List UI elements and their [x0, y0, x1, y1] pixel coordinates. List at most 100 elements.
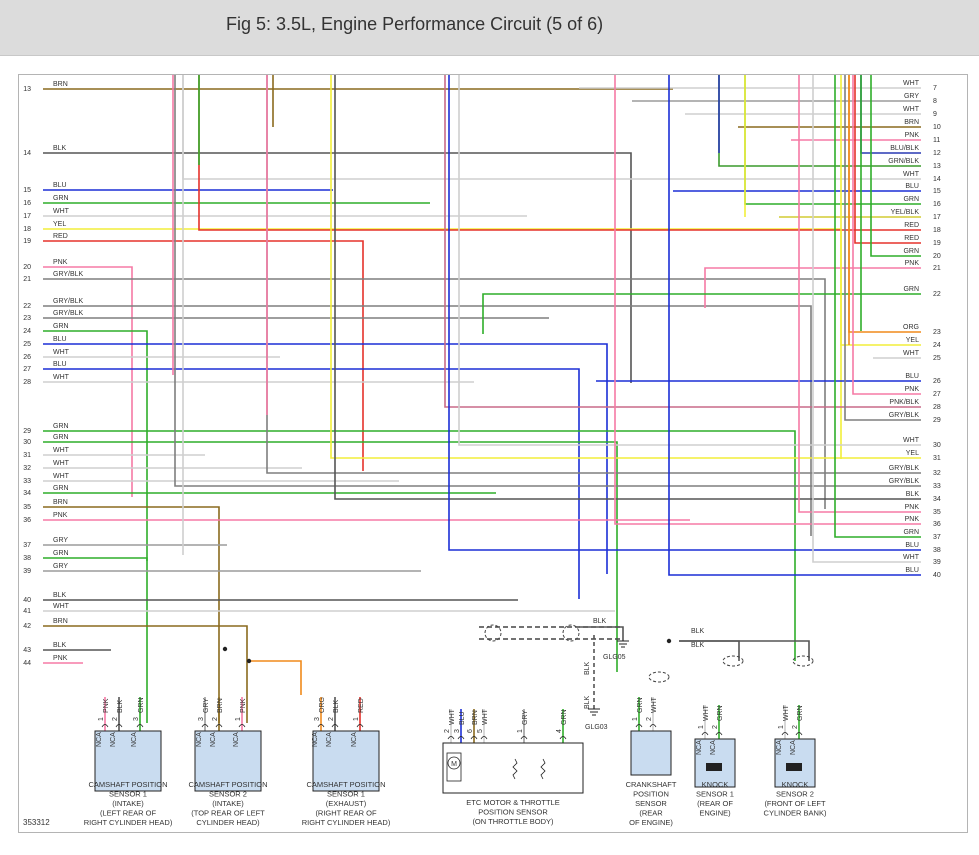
left-wire-number: 26 — [23, 354, 31, 361]
right-wire-color: GRN — [903, 248, 919, 255]
pin-wire-color: BRN — [472, 710, 479, 725]
right-wire-number: 31 — [933, 455, 941, 462]
left-wire-color: BLK — [53, 145, 67, 152]
right-wire-number: 28 — [933, 404, 941, 411]
left-wire-number: 33 — [23, 478, 31, 485]
pin-nca: NCA — [196, 732, 203, 747]
right-wire-number: 16 — [933, 201, 941, 208]
pin-wire-color: WHT — [651, 696, 658, 713]
wire-left-35 — [43, 506, 220, 723]
component-caption: KNOCK — [782, 780, 809, 789]
left-wire-color: WHT — [53, 460, 70, 467]
shield-icon — [792, 655, 814, 667]
splice-label: BLK — [584, 661, 591, 675]
pin-wire-color: BLK — [117, 699, 124, 713]
knock-element-icon — [706, 763, 722, 771]
pin-wire-color: WHT — [703, 704, 710, 721]
cmp-cam-exh-box — [312, 730, 380, 792]
wire-left-21 — [43, 278, 826, 509]
wire-left-22 — [43, 305, 812, 536]
pin-wire-color: GRY — [522, 710, 529, 725]
left-wire-number: 35 — [23, 504, 31, 511]
right-wire-color: PNK — [905, 504, 920, 511]
right-wire-number: 30 — [933, 442, 941, 449]
pin-nca: NCA — [326, 732, 333, 747]
pin-nca: NCA — [210, 732, 217, 747]
right-wire-number: 25 — [933, 355, 941, 362]
component-caption: SENSOR 2 — [776, 790, 814, 799]
pin-terminal — [201, 724, 209, 728]
component-caption: CYLINDER BANK) — [764, 809, 827, 818]
right-wire-number: 17 — [933, 214, 941, 221]
left-wire-number: 22 — [23, 303, 31, 310]
left-wire-number: 32 — [23, 465, 31, 472]
right-wire-color: WHT — [903, 554, 920, 561]
pin-wire-color: GRN — [717, 705, 724, 721]
component-caption: SENSOR — [635, 799, 667, 808]
pin-terminal — [635, 724, 643, 728]
pin-wire-color: PNK — [103, 698, 110, 713]
pin-terminal — [520, 736, 528, 740]
splice-node — [666, 638, 672, 644]
wire-right-32 — [266, 75, 921, 474]
component-caption: (REAR — [639, 809, 663, 818]
left-wire-number: 43 — [23, 647, 31, 654]
right-wire-color: WHT — [903, 171, 920, 178]
pin-number: 1 — [517, 729, 524, 733]
left-wire-color: BRN — [53, 499, 68, 506]
left-wire-color: BLK — [53, 642, 67, 649]
left-wire-color: GRN — [53, 195, 69, 202]
right-wire-number: 15 — [933, 188, 941, 195]
right-wire-color: BLU — [905, 567, 919, 574]
wire-right-35 — [798, 75, 921, 513]
pin-nca: NCA — [696, 740, 703, 755]
left-wire-number: 23 — [23, 315, 31, 322]
left-wire-color: GRY/BLK — [53, 310, 84, 317]
component-caption: (INTAKE) — [212, 799, 244, 808]
right-wire-number: 7 — [933, 85, 937, 92]
component-caption: CAMSHAFT POSITION — [306, 780, 385, 789]
right-wire-number: 12 — [933, 150, 941, 157]
right-wire-number: 33 — [933, 483, 941, 490]
right-wire-number: 24 — [933, 342, 941, 349]
cmp-cam1-box — [94, 730, 162, 792]
pin-wire-color: PNK — [240, 698, 247, 713]
wire-right-31 — [330, 75, 921, 459]
pin-terminal — [115, 724, 123, 728]
left-wire-color: GRN — [53, 434, 69, 441]
component-caption: (TOP REAR OF LEFT — [191, 809, 265, 818]
right-wire-number: 22 — [933, 291, 941, 298]
right-wire-number: 34 — [933, 496, 941, 503]
ground-label: GLG05 — [603, 654, 626, 661]
right-wire-color: PNK — [905, 516, 920, 523]
right-wire-color: BLK — [906, 491, 920, 498]
pin-number: 3 — [133, 717, 140, 721]
left-wire-color: GRY — [53, 537, 68, 544]
component-caption: CRANKSHAFT — [626, 780, 677, 789]
wire-right-27 — [852, 75, 921, 395]
right-wire-color: GRY/BLK — [889, 412, 920, 419]
left-wire-color: BLU — [53, 182, 67, 189]
left-wire-number: 38 — [23, 555, 31, 562]
right-wire-color: GRY — [904, 93, 919, 100]
pin-number: 2 — [112, 717, 119, 721]
right-wire-number: 9 — [933, 111, 937, 118]
right-wire-color: PNK — [905, 260, 920, 267]
wire-left-20 — [43, 266, 133, 497]
right-wire-number: 20 — [933, 253, 941, 260]
left-wire-number: 20 — [23, 264, 31, 271]
pin-nca: NCA — [776, 740, 783, 755]
right-wire-color: ORG — [903, 324, 919, 331]
motor-icon — [447, 756, 461, 770]
wire-right-36 — [614, 75, 921, 525]
right-wire-color: WHT — [903, 80, 920, 87]
right-wire-number: 14 — [933, 176, 941, 183]
pin-terminal — [559, 736, 567, 740]
pin-number: 1 — [632, 717, 639, 721]
right-wire-color: PNK/BLK — [889, 399, 919, 406]
